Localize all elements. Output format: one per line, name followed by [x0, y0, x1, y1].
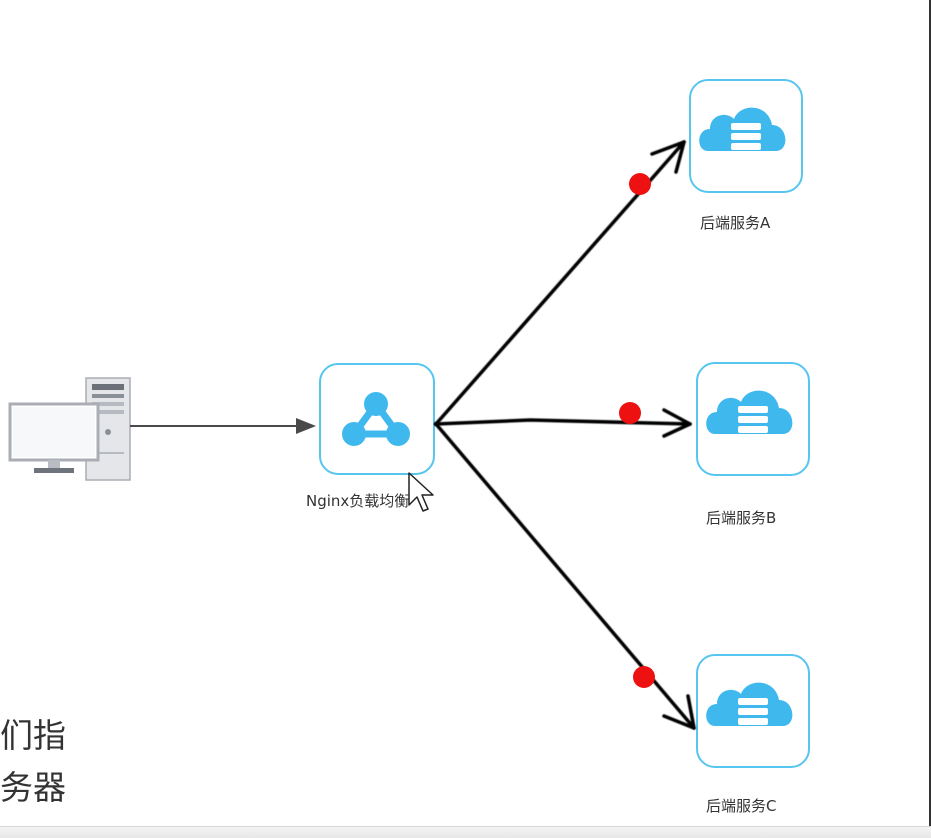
- backend-c-label: 后端服务C: [706, 797, 777, 815]
- cloud-server-icon: [699, 107, 786, 151]
- desktop-computer-icon: [8, 377, 131, 481]
- client-to-nginx-arrow: [130, 418, 316, 434]
- backend-a-label: 后端服务A: [700, 214, 771, 232]
- request-marker-c: [633, 666, 655, 688]
- request-marker-a: [629, 173, 651, 195]
- nginx-to-backend-b-arrow: [434, 408, 692, 438]
- backend-b-label: 后端服务B: [706, 509, 777, 527]
- nginx-to-backend-c-arrow: [434, 422, 696, 730]
- cloud-server-icon: [706, 390, 793, 434]
- window-edge: [929, 0, 931, 826]
- request-marker-b: [619, 402, 641, 424]
- overlay-text-line-1: 们指: [0, 716, 66, 755]
- backend-node-b: [696, 362, 810, 476]
- nginx-label: Nginx负载均衡: [306, 492, 410, 510]
- overlay-text-line-2: 务器: [0, 768, 66, 807]
- backend-node-a: [689, 79, 803, 193]
- cloud-server-icon: [706, 682, 793, 726]
- nginx-node: [319, 363, 435, 475]
- share-network-icon: [342, 392, 410, 446]
- bottom-scrollbar[interactable]: [0, 826, 931, 838]
- backend-node-c: [696, 654, 810, 768]
- mouse-cursor-icon: [408, 472, 434, 512]
